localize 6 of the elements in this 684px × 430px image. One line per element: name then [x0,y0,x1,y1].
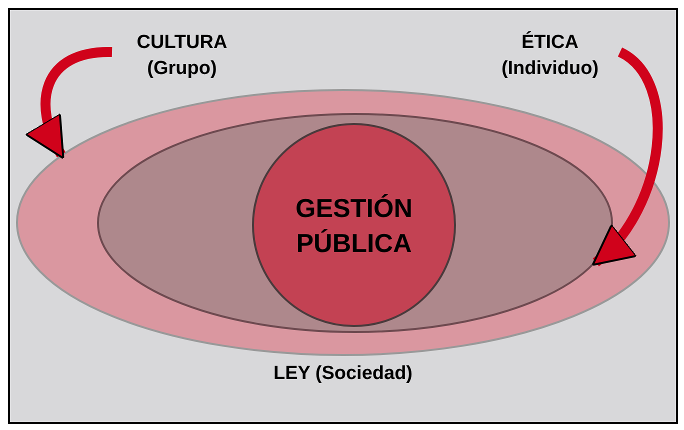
curved-arrow [26,47,112,160]
curved-arrow [592,48,663,266]
node-label: LEY (Sociedad) [273,362,413,386]
node-label: GESTIÓN PÚBLICA [294,192,414,260]
node-label: CULTURA (Grupo) [136,31,228,81]
node-label: ÉTICA (Individuo) [500,30,600,81]
